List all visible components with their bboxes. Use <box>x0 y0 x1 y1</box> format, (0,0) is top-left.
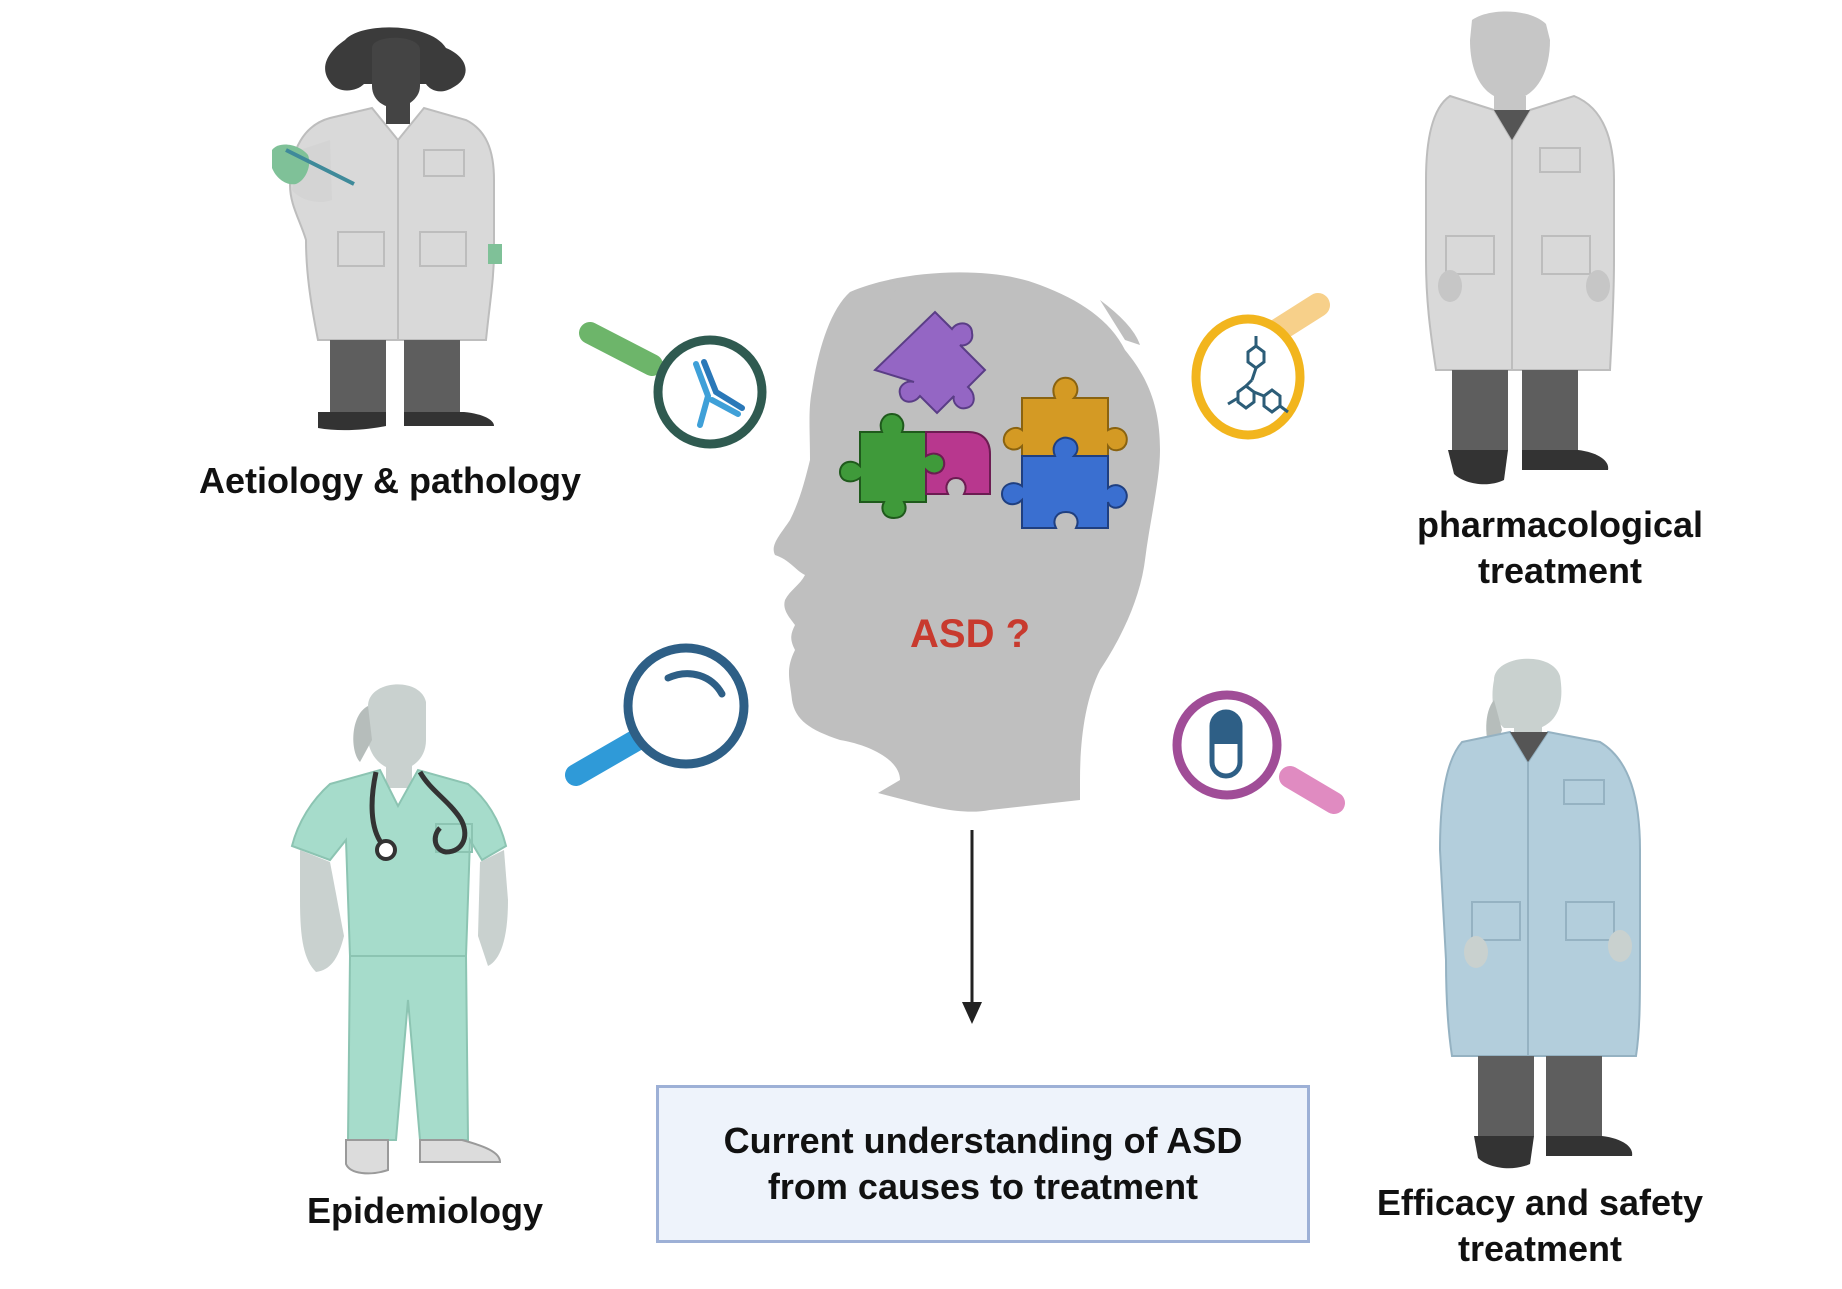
magnifier-capsule <box>1172 690 1345 814</box>
clinician-figure <box>290 684 508 1175</box>
molecule-icon <box>1227 336 1289 414</box>
puzzle-piece-blue-icon <box>1000 436 1128 529</box>
pharmacological-label: pharmacological treatment <box>1360 502 1760 594</box>
antibody-icon <box>693 359 745 428</box>
researcher-blue-coat-figure <box>1438 658 1641 1169</box>
pharmacologist-figure <box>1425 11 1615 485</box>
efficacy-label: Efficacy and safety treatment <box>1330 1180 1750 1272</box>
aetiology-label: Aetiology & pathology <box>150 458 630 504</box>
capsule-icon <box>1209 709 1243 779</box>
efficacy-label-line-1: Efficacy and safety <box>1376 1182 1704 1223</box>
down-arrow <box>962 830 982 1024</box>
summary-line-2: from causes to treatment <box>767 1166 1199 1207</box>
summary-line-1: Current understanding of ASD <box>723 1120 1243 1161</box>
magnifier-antibody <box>579 322 767 449</box>
asd-label: ASD ? <box>910 612 1030 656</box>
epidemiology-label: Epidemiology <box>250 1188 600 1234</box>
puzzle-piece-green-icon <box>838 412 946 520</box>
epidemiology-label-line: Epidemiology <box>306 1190 544 1231</box>
magnifier-molecule <box>1191 293 1330 440</box>
researcher-figure <box>272 27 502 431</box>
puzzle-piece-orange-icon <box>1002 376 1128 457</box>
pharmacological-label-line-1: pharmacological <box>1416 504 1704 545</box>
pharmacological-label-line-2: treatment <box>1477 550 1643 591</box>
efficacy-label-line-2: treatment <box>1457 1228 1623 1269</box>
summary-box: Current understanding of ASD from causes… <box>656 1085 1310 1243</box>
magnifier-lens <box>565 643 749 786</box>
puzzle-piece-magenta-icon <box>925 431 991 495</box>
aetiology-label-line: Aetiology & pathology <box>199 460 581 501</box>
summary-text: Current understanding of ASD from causes… <box>724 1118 1243 1210</box>
puzzle-piece-purple-icon <box>873 310 987 415</box>
magnifier-lens-icon <box>664 670 726 698</box>
